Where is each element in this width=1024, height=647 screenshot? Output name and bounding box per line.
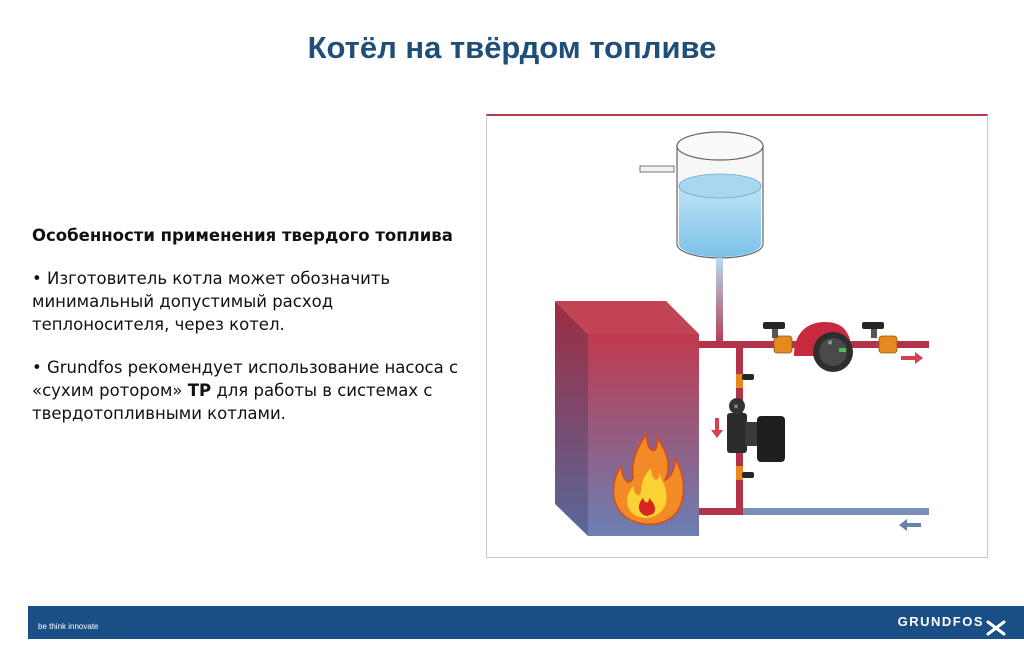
tank-water bbox=[679, 186, 761, 257]
tank-rim bbox=[676, 131, 764, 161]
fire-icon bbox=[612, 431, 685, 526]
svg-text:✕: ✕ bbox=[733, 403, 739, 411]
tp-fitting-bottom bbox=[736, 466, 743, 480]
bullet-1: • Изготовитель котла может обозначить ми… bbox=[32, 269, 391, 334]
tp-fitting-top bbox=[736, 374, 743, 388]
tp-valve-top-handle bbox=[742, 374, 754, 380]
valve-right-handle bbox=[862, 322, 884, 329]
valve-left bbox=[763, 322, 785, 338]
grundfos-logo-icon bbox=[986, 620, 1006, 636]
flow-arrow-right-icon bbox=[901, 352, 923, 364]
grundfos-logo-text: GRUNDFOS bbox=[897, 614, 984, 629]
return-pipe-hot-section bbox=[695, 508, 743, 515]
pump-led-icon bbox=[839, 348, 846, 352]
heating-system-diagram: ✕ ✕ bbox=[486, 114, 988, 558]
bullet-2-text-start: • Grundfos рекомендует использование нас… bbox=[32, 358, 459, 400]
tp-dry-rotor-pump: ✕ bbox=[727, 374, 785, 480]
circulation-pump: ✕ bbox=[773, 322, 898, 372]
solid-fuel-boiler bbox=[555, 301, 699, 536]
tp-valve-bottom-handle bbox=[742, 472, 754, 478]
text-block: Особенности применения твердого топлива … bbox=[32, 224, 462, 445]
grundfos-logo: GRUNDFOS bbox=[897, 614, 1008, 636]
cold-return-pipe bbox=[743, 508, 929, 515]
footer-bar: be think innovate GRUNDFOS bbox=[28, 606, 1024, 639]
valve-right bbox=[862, 322, 884, 338]
flow-arrow-down-icon bbox=[711, 418, 723, 438]
expansion-riser-pipe bbox=[716, 258, 723, 348]
slide-title: Котёл на твёрдом топливе bbox=[307, 30, 717, 65]
bullet-2: • Grundfos рекомендует использование нас… bbox=[32, 356, 462, 425]
footer-slogan: be think innovate bbox=[38, 622, 99, 631]
diagram-svg: ✕ ✕ bbox=[555, 131, 929, 536]
bullet-2-text-end: для работы в системах с твердотопливными… bbox=[32, 381, 433, 423]
features-heading: Особенности применения твердого топлива bbox=[32, 226, 453, 245]
svg-text:✕: ✕ bbox=[827, 339, 833, 347]
valve-left-handle bbox=[763, 322, 785, 329]
bullet-2-model: TP bbox=[187, 381, 212, 400]
flow-arrow-left-icon bbox=[899, 519, 921, 531]
pump-fitting-right bbox=[878, 335, 898, 354]
pump-fitting-left bbox=[773, 335, 793, 354]
expansion-tank bbox=[639, 131, 764, 259]
tank-overflow-pipe bbox=[639, 165, 675, 173]
